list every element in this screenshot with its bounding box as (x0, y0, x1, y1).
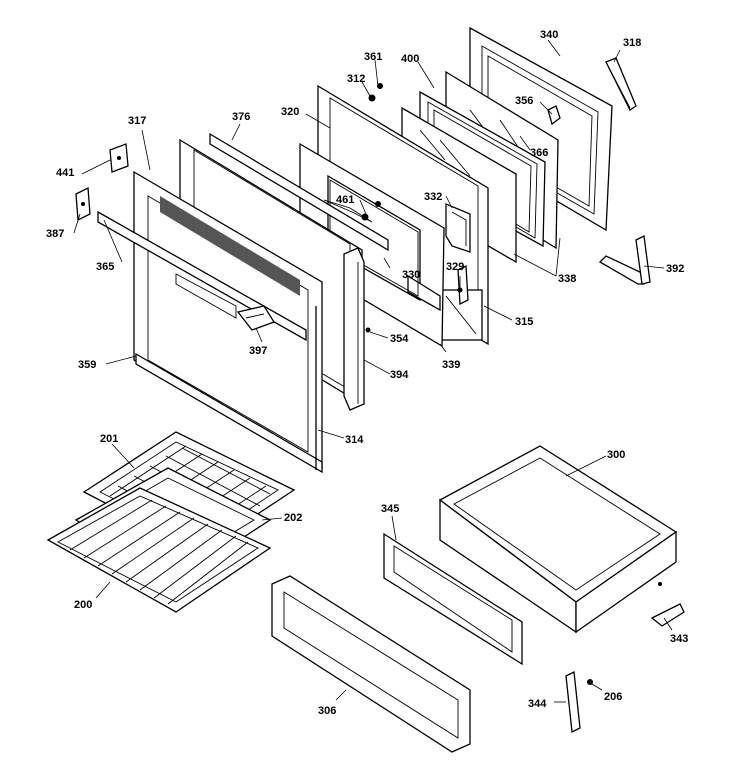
door-window-panel (329, 179, 419, 297)
label-206: 206 (604, 691, 622, 703)
top-hinge-bracket (109, 143, 129, 173)
part-labels: 361 312 400 340 318 376 320 356 317 366 … (46, 29, 688, 717)
label-400: 400 (401, 53, 419, 65)
label-356: 356 (515, 95, 533, 107)
label-339: 339 (442, 359, 460, 371)
label-366: 366 (530, 147, 548, 159)
label-318: 318 (623, 37, 641, 49)
label-340: 340 (540, 29, 558, 41)
leader-lines (73, 39, 673, 703)
label-332: 332 (424, 191, 442, 203)
label-320: 320 (281, 106, 299, 118)
drawer-rail (565, 670, 581, 734)
label-317: 317 (128, 115, 146, 127)
storage-drawer-body (438, 445, 678, 634)
drawer-rail-screw (587, 679, 593, 685)
label-330: 330 (402, 269, 420, 281)
label-329: 329 (446, 261, 464, 273)
oven-rack (46, 487, 272, 613)
label-306: 306 (318, 705, 336, 717)
label-338: 338 (558, 273, 576, 285)
label-365: 365 (96, 261, 114, 273)
label-392: 392 (666, 263, 684, 275)
door-screws (365, 83, 463, 333)
drawer-glide (650, 582, 685, 627)
handle-bracket-lower (598, 235, 651, 285)
label-343: 343 (670, 633, 688, 645)
label-394: 394 (390, 369, 409, 381)
label-200: 200 (74, 599, 92, 611)
hinge-channel (343, 247, 365, 411)
label-359: 359 (78, 359, 96, 371)
label-314: 314 (345, 434, 364, 446)
label-461: 461 (336, 194, 354, 206)
label-315: 315 (515, 316, 533, 328)
label-345: 345 (381, 503, 399, 515)
side-hinge-bracket (75, 186, 91, 222)
handle-bracket-upper (605, 57, 637, 111)
drawer-front-panel (271, 575, 471, 753)
insulation-baffle (445, 203, 471, 253)
label-361: 361 (364, 51, 382, 63)
label-441: 441 (56, 167, 74, 179)
glass-clip (547, 105, 561, 126)
label-387: 387 (46, 228, 64, 240)
door-vent-strip (160, 196, 300, 296)
label-300: 300 (607, 449, 625, 461)
label-201: 201 (100, 433, 118, 445)
drawer-front-liner (383, 532, 523, 666)
label-202: 202 (284, 512, 302, 524)
label-344: 344 (528, 698, 547, 710)
label-312: 312 (347, 73, 365, 85)
door-latch (236, 305, 275, 331)
door-hinge-right (439, 264, 483, 341)
door-bottom-trim (135, 352, 323, 474)
label-376: 376 (232, 111, 250, 123)
label-354: 354 (390, 333, 409, 345)
label-397: 397 (249, 345, 267, 357)
